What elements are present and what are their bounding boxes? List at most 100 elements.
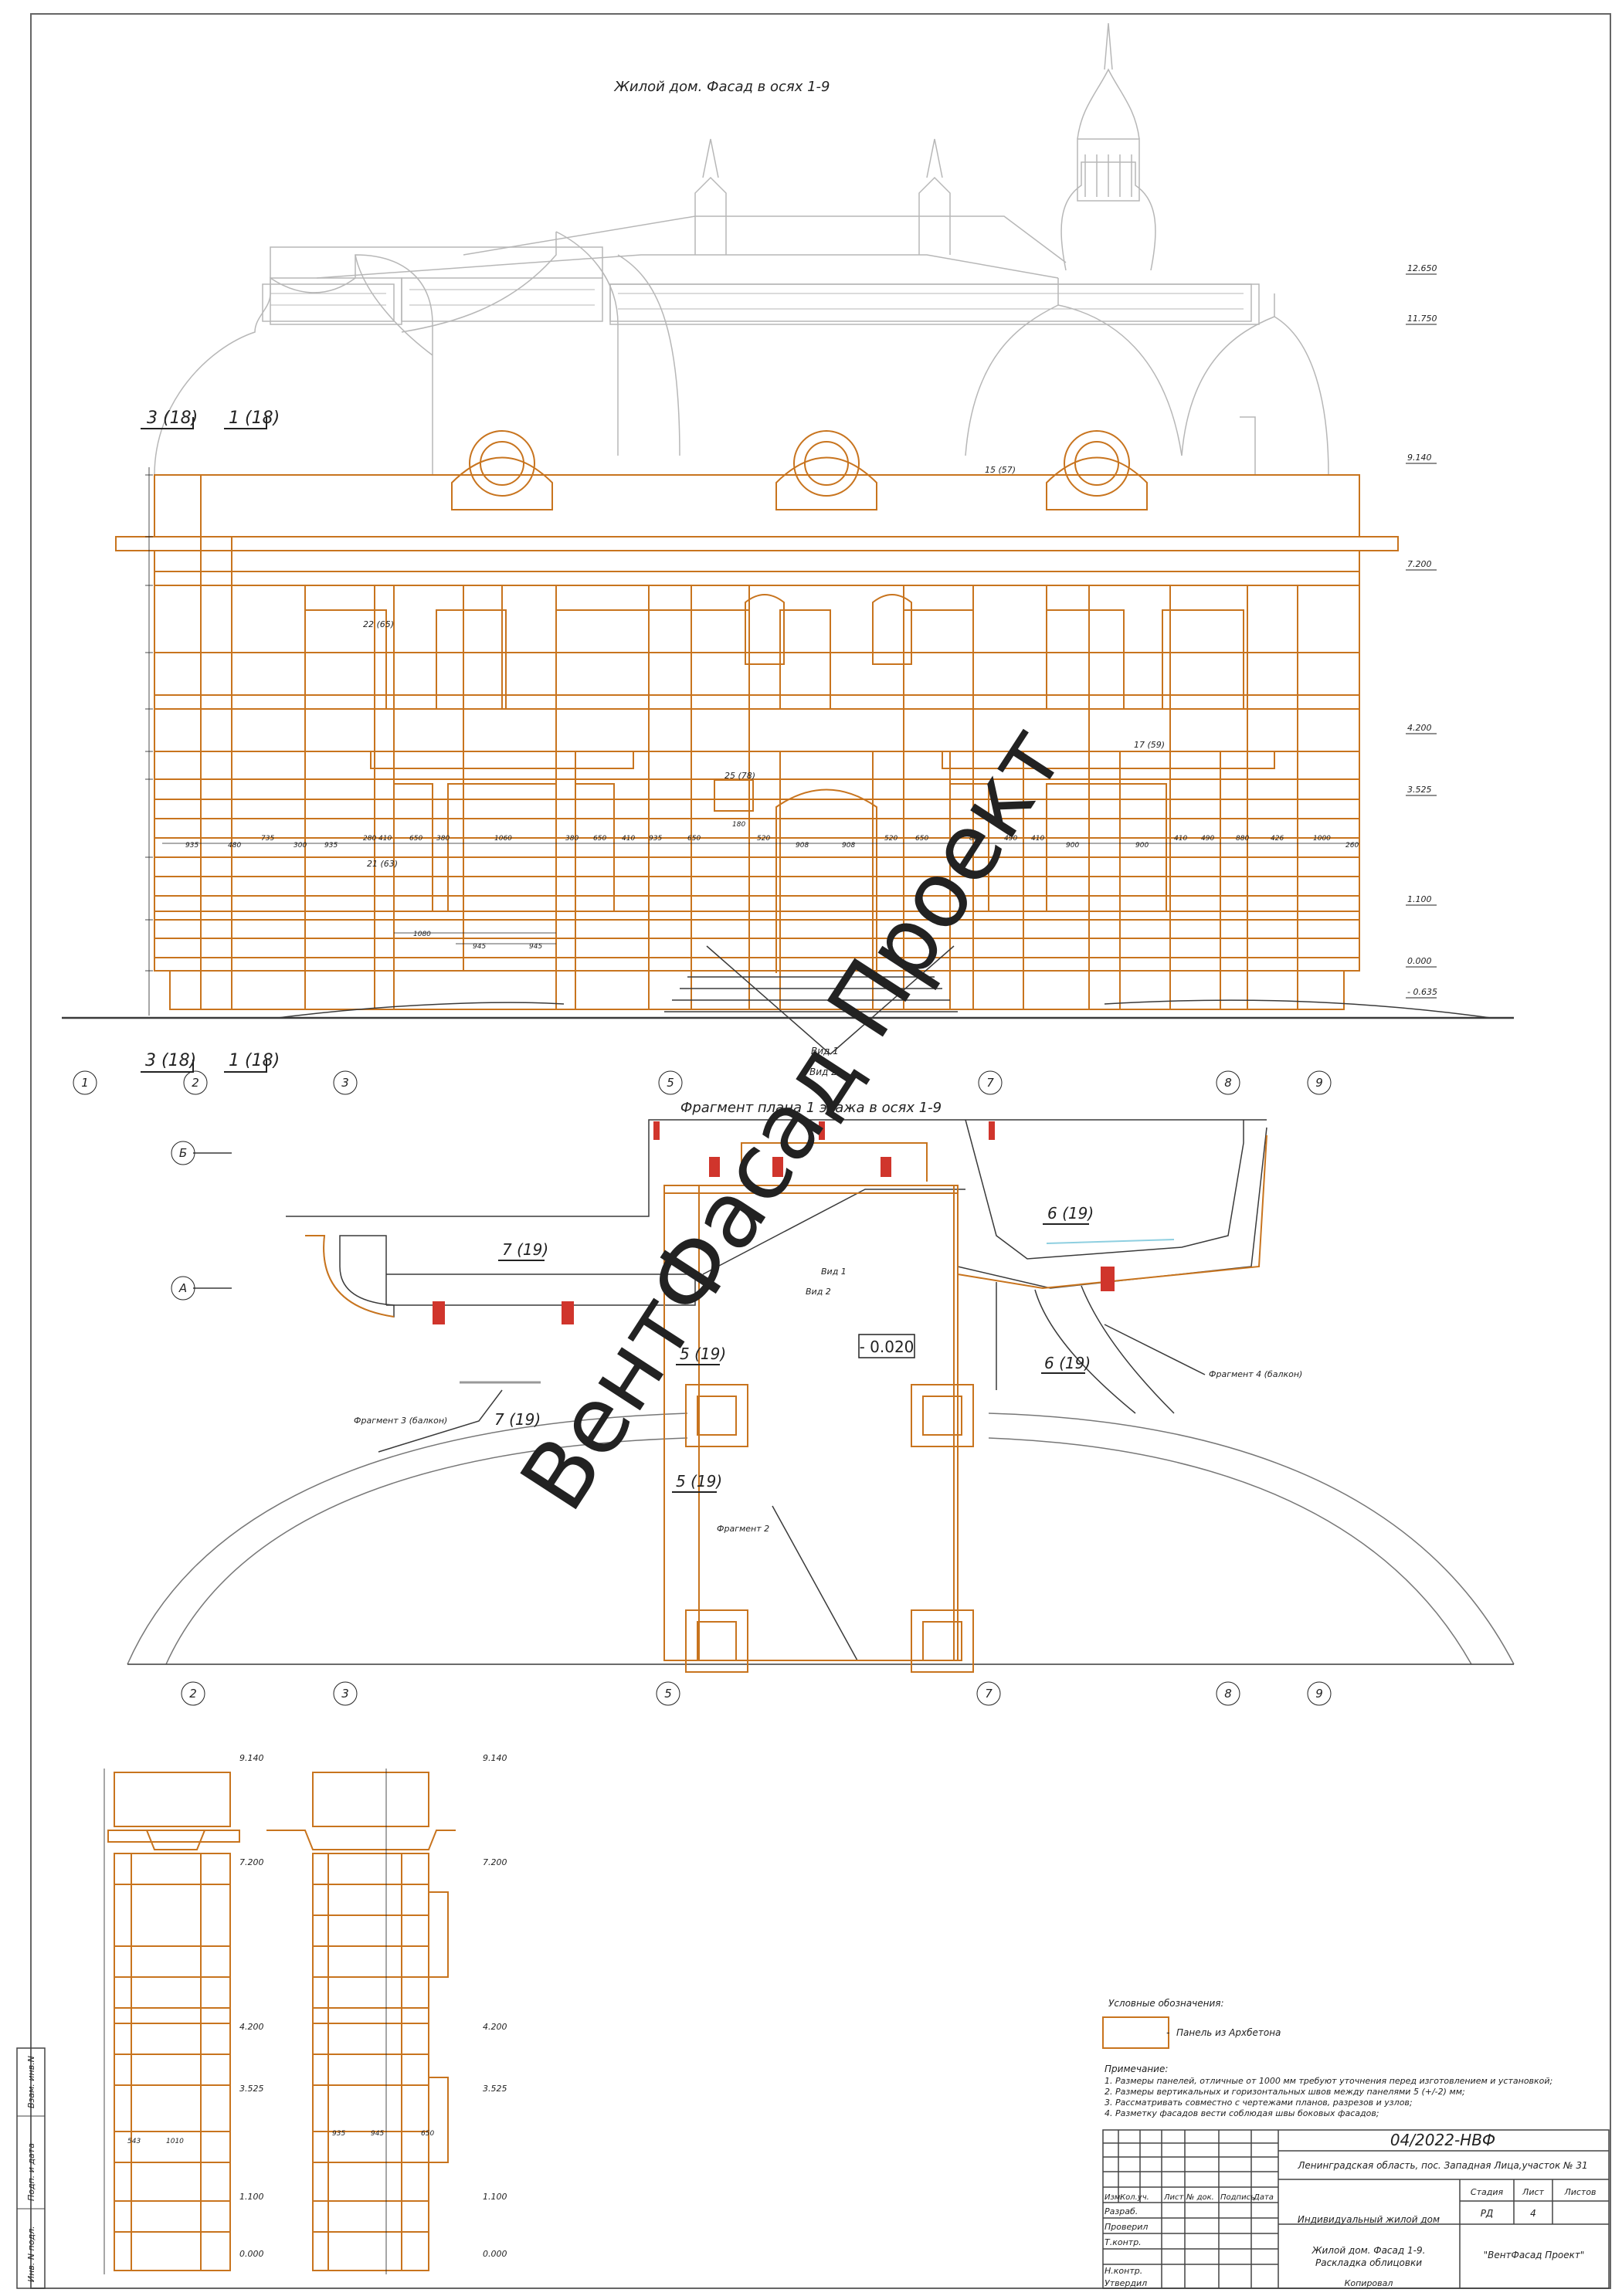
svg-text:3.525: 3.525: [1407, 785, 1432, 795]
plan-view-label-2: Вид 2: [806, 1287, 831, 1297]
svg-text:935: 935: [324, 842, 338, 850]
svg-text:180: 180: [732, 821, 745, 829]
svg-text:1 (18): 1 (18): [229, 409, 280, 428]
svg-text:Н.контр.: Н.контр.: [1105, 2266, 1142, 2276]
svg-text:№ док.: № док.: [1186, 2193, 1214, 2202]
svg-text:0.000: 0.000: [239, 2249, 264, 2259]
svg-text:1.100: 1.100: [1407, 894, 1432, 904]
svg-text:12.650: 12.650: [1407, 263, 1437, 273]
svg-text:3: 3: [341, 1687, 349, 1701]
svg-text:935: 935: [649, 835, 662, 843]
plan-axes: [181, 1681, 1332, 1706]
svg-text:2. Размеры вертикальных и гори: 2. Размеры вертикальных и горизонтальных…: [1105, 2087, 1465, 2097]
plan-level-mark: - 0.020: [860, 1338, 914, 1356]
elevation-marks: 15 (57) 22 (65) 21 (63) 25 (78) 17 (59): [363, 465, 1165, 869]
sheet-frame: [30, 13, 1611, 2289]
title-block: [1102, 2129, 1610, 2289]
fragment-3-label: Фрагмент 3 (балкон): [354, 1416, 447, 1426]
svg-text:520: 520: [884, 835, 898, 843]
vertical-dimension-chain: [145, 467, 153, 1016]
facade-panels: [115, 430, 1399, 1010]
legend-item: Панель из Архбетона: [1176, 2027, 1281, 2038]
svg-text:22 (65): 22 (65): [363, 619, 394, 629]
svg-text:1.100: 1.100: [483, 2192, 507, 2202]
svg-text:Примечание:: Примечание:: [1105, 2064, 1168, 2074]
fragment-2-label: Фрагмент 2: [717, 1524, 769, 1534]
stamp-address: Ленинградская область, пос. Западная Лиц…: [1297, 2160, 1587, 2171]
svg-text:6 (19): 6 (19): [1047, 1204, 1094, 1223]
svg-text:- 0.635: - 0.635: [1407, 987, 1437, 997]
svg-text:900: 900: [1066, 842, 1079, 850]
legend: Условные обозначения: Панель из Архбетон…: [1102, 1998, 1281, 2049]
svg-text:9: 9: [1315, 1687, 1323, 1701]
svg-text:945: 945: [529, 943, 542, 951]
svg-text:380: 380: [436, 835, 450, 843]
svg-text:7 (19): 7 (19): [502, 1240, 548, 1259]
svg-text:0.000: 0.000: [483, 2249, 507, 2259]
svg-text:11.750: 11.750: [1407, 314, 1437, 324]
svg-text:Инв. N подл.: Инв. N подл.: [26, 2226, 36, 2282]
legend-title: Условные обозначения:: [1108, 1998, 1224, 2009]
svg-text:Копировал: Копировал: [1345, 2278, 1393, 2288]
floor-plan-fragment: Б А 7 (19) 6 (19) 6 (19) 5 (19) 5 (19) 7…: [127, 1119, 1515, 1706]
svg-text:1080: 1080: [413, 931, 431, 938]
svg-text:908: 908: [842, 842, 855, 850]
svg-text:6 (19): 6 (19): [1044, 1354, 1091, 1372]
stairs-and-ground: [62, 945, 1514, 1055]
svg-text:900: 900: [1135, 842, 1149, 850]
svg-text:935: 935: [185, 842, 199, 850]
svg-text:520: 520: [757, 835, 770, 843]
svg-text:260: 260: [1345, 842, 1359, 850]
svg-text:3.525: 3.525: [239, 2084, 264, 2094]
roof-outline: [154, 22, 1329, 476]
svg-text:1. Размеры панелей, отличные о: 1. Размеры панелей, отличные от 1000 мм …: [1105, 2076, 1552, 2086]
svg-text:7: 7: [986, 1076, 994, 1090]
sheet-title: Жилой дом. Фасад в осях 1-9: [614, 79, 830, 95]
svg-text:490: 490: [1004, 835, 1017, 843]
svg-text:380: 380: [565, 835, 579, 843]
svg-text:908: 908: [796, 842, 809, 850]
svg-text:8: 8: [1224, 1076, 1232, 1090]
svg-text:1: 1: [81, 1076, 89, 1090]
svg-text:Разраб.: Разраб.: [1105, 2206, 1138, 2216]
svg-text:Лист: Лист: [1163, 2193, 1185, 2202]
svg-text:4. Разметку фасадов вести собл: 4. Разметку фасадов вести соблюдая швы б…: [1105, 2108, 1379, 2118]
svg-text:1010: 1010: [166, 2138, 184, 2145]
svg-text:3 (18): 3 (18): [145, 1051, 196, 1070]
svg-text:410: 410: [378, 835, 392, 843]
svg-text:7.200: 7.200: [1407, 559, 1432, 569]
dimension-strip: 935 480 735 300 935 280 410 650 380 1060…: [162, 821, 1359, 951]
svg-text:15 (57): 15 (57): [985, 465, 1016, 475]
stamp-company: "ВентФасад Проект": [1484, 2250, 1585, 2260]
svg-text:480: 480: [228, 842, 241, 850]
svg-text:1060: 1060: [494, 835, 512, 843]
svg-text:5 (19): 5 (19): [680, 1345, 726, 1363]
svg-text:Утвердил: Утвердил: [1105, 2278, 1147, 2288]
svg-text:2: 2: [189, 1687, 197, 1701]
svg-text:1.100: 1.100: [239, 2192, 264, 2202]
elevation-callouts: 3 (18) 1 (18) 3 (18) 1 (18): [141, 409, 280, 1073]
svg-text:9.140: 9.140: [1407, 453, 1432, 463]
svg-text:Т.контр.: Т.контр.: [1105, 2237, 1142, 2247]
side-stamp: Взам. инв.N Подп. и дата Инв. N подл.: [16, 2047, 46, 2289]
row-label-a: А: [178, 1281, 187, 1295]
svg-text:0.000: 0.000: [1407, 956, 1432, 966]
svg-text:РД: РД: [1481, 2208, 1494, 2219]
section-dims: 543 1010 935 945 650: [127, 2130, 434, 2145]
svg-text:Дата: Дата: [1253, 2193, 1274, 2202]
title-block-text: 04/2022-НВФ Ленинградская область, пос. …: [1105, 2131, 1597, 2288]
svg-text:5: 5: [667, 1076, 674, 1090]
svg-text:410: 410: [622, 835, 635, 843]
plan-red-marks: [433, 1121, 1115, 1324]
svg-text:426: 426: [1271, 835, 1284, 843]
watermark: ВентФасад Проект: [500, 707, 1084, 1528]
svg-text:7.200: 7.200: [483, 1857, 507, 1867]
plan-view-label-1: Вид 1: [821, 1267, 847, 1277]
svg-text:650: 650: [915, 835, 928, 843]
svg-text:5 (19): 5 (19): [676, 1472, 722, 1491]
svg-text:25 (78): 25 (78): [724, 771, 755, 781]
svg-text:8: 8: [1224, 1687, 1232, 1701]
row-label-b: Б: [179, 1146, 187, 1160]
svg-text:490: 490: [1201, 835, 1214, 843]
